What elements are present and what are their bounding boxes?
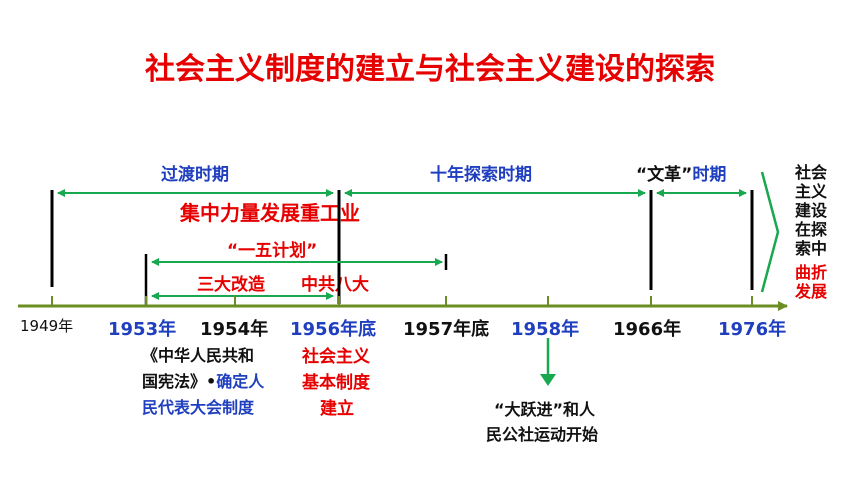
note-constitution-line1: 《中华人民共和	[142, 346, 255, 365]
tick-label: 1966年	[613, 319, 682, 340]
summary-black: 社会 主义 建设 在探 索中	[795, 163, 827, 258]
tick-label: 1949年	[20, 317, 74, 335]
tick-label: 1957年底	[403, 319, 490, 340]
bar-label-eighth-congress: 中共八大	[301, 275, 369, 295]
bar-label-heavy-industry: 集中力量发展重工业	[180, 201, 360, 225]
page-title: 社会主义制度的建立与社会主义建设的探索	[145, 52, 715, 87]
summary-line: 主义	[795, 182, 828, 201]
note-socialism-line2: 基本制度	[302, 373, 370, 393]
arrow-down-1958-head	[540, 374, 556, 386]
note-great-leap-line1: “大跃进”和人	[494, 400, 596, 419]
period-label-cultural-revolution-suffix: 时期	[692, 165, 727, 185]
period-label-cultural-revolution-quoted: “文革”	[636, 165, 693, 185]
note-npc-line2: 民代表大会制度	[142, 398, 255, 417]
tick-label: 1958年	[511, 319, 580, 340]
summary-line: 社会	[795, 163, 828, 182]
tick-label: 1976年	[718, 319, 787, 340]
note-constitution-line2: 国宪法》•	[142, 372, 217, 391]
summary-line: 建设	[795, 201, 828, 220]
summary-red: 曲折 发展	[795, 263, 827, 301]
summary-line: 发展	[795, 282, 828, 301]
note-socialism-line1: 社会主义	[302, 347, 370, 367]
bar-label-five-year-plan: “一五计划”	[227, 241, 318, 261]
note-npc-line1: 确定人	[216, 372, 265, 391]
summary-line: 索中	[795, 239, 828, 258]
note-great-leap-line2: 民公社运动开始	[486, 425, 599, 444]
period-label-cultural-revolution: “文革”时期	[636, 160, 726, 185]
summary-line: 在探	[795, 220, 828, 239]
tick-label: 1953年	[108, 319, 177, 340]
tick-label: 1954年	[200, 319, 269, 340]
period-label-exploration: 十年探索时期	[430, 165, 532, 185]
note-constitution-row2: 国宪法》•确定人	[142, 368, 264, 392]
bar-label-three-transformations: 三大改造	[197, 275, 265, 295]
summary-line: 曲折	[795, 263, 828, 282]
tick-label: 1956年底	[290, 319, 377, 340]
summary-bracket	[760, 171, 780, 293]
note-socialism-line3: 建立	[320, 399, 354, 419]
period-label-transition: 过渡时期	[161, 165, 229, 185]
